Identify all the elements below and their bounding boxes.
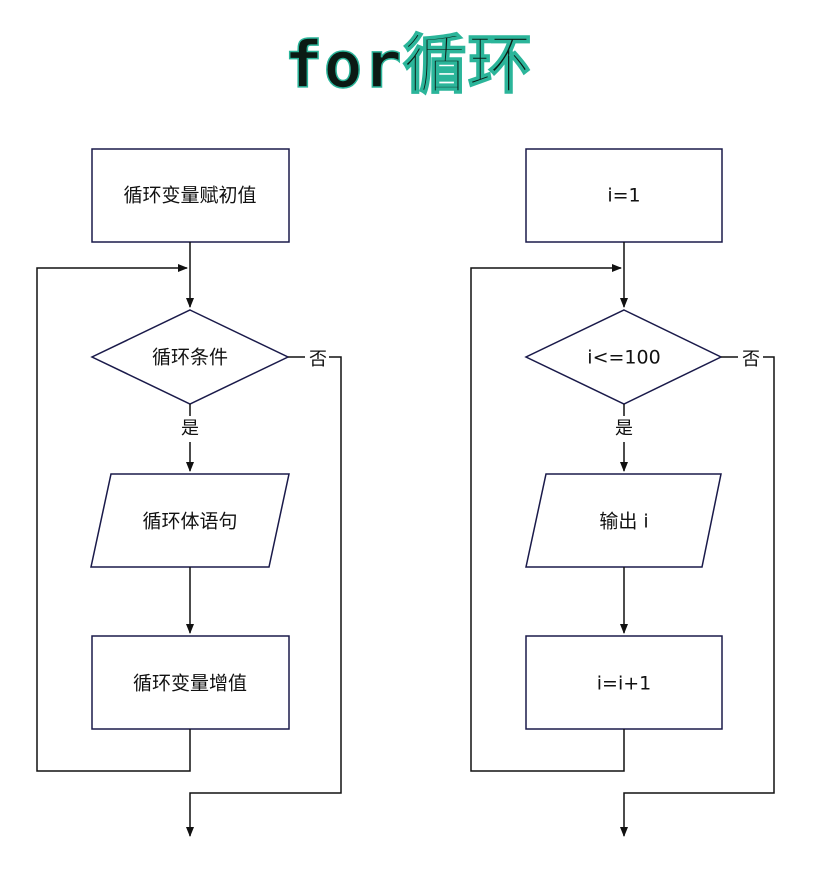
left-body-label: 循环体语句 (142, 511, 237, 533)
right-no-label: 否 (742, 349, 760, 370)
right-loop-back-arrow (470, 264, 625, 772)
left-yes-label: 是 (181, 418, 199, 439)
right-body-parallelogram (525, 473, 722, 568)
right-increment-box (525, 635, 723, 730)
page-title: for循环 (283, 28, 533, 104)
right-exit-arrow (620, 356, 775, 837)
left-init-label: 循环变量赋初值 (123, 185, 256, 207)
left-flowchart: 循环变量赋初值 循环条件 是 循环体语句 循环变量增值 否 (36, 148, 342, 837)
left-increment-box (91, 635, 290, 730)
left-condition-label: 循环条件 (152, 347, 228, 369)
left-init-box (91, 148, 290, 243)
right-body-label: 输出 i (599, 511, 648, 533)
left-exit-arrow (186, 356, 342, 837)
right-increment-label: i=i+1 (597, 673, 652, 695)
left-loop-back-arrow (36, 264, 191, 772)
right-condition-label: i<=100 (587, 347, 660, 369)
right-flowchart: i=1 i<=100 是 输出 i i=i+1 否 (470, 148, 775, 837)
right-init-box (525, 148, 723, 243)
left-body-parallelogram (90, 473, 290, 568)
left-increment-label: 循环变量增值 (133, 673, 247, 695)
left-no-label: 否 (309, 349, 327, 370)
right-init-label: i=1 (607, 185, 640, 207)
right-yes-label: 是 (615, 418, 633, 439)
